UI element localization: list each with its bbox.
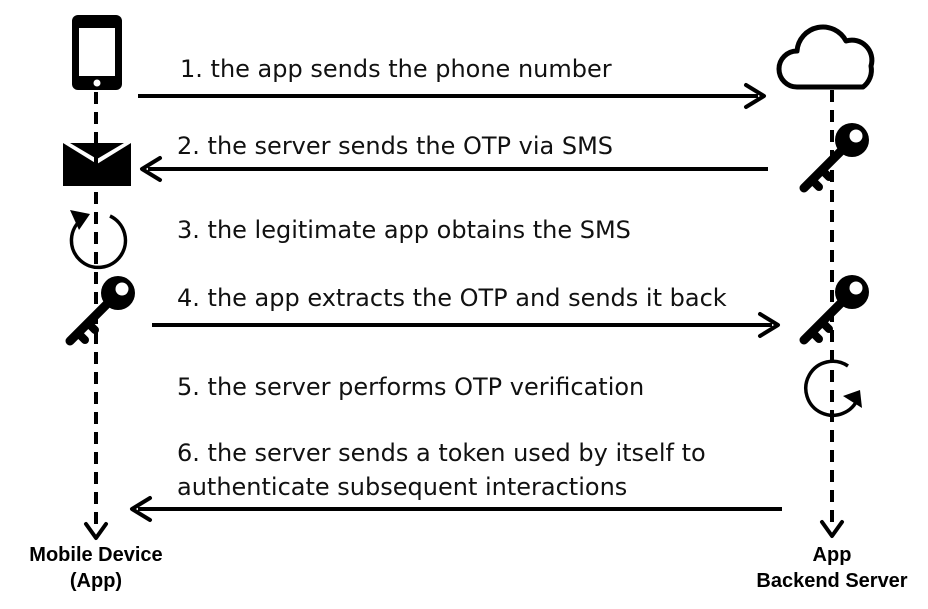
server-actor-label-line1: App [812, 544, 852, 566]
server-actor-label-line2: Backend Server [756, 570, 908, 592]
mobile-lifeline-arrowhead [84, 522, 108, 540]
message-arrow-1 [138, 83, 766, 109]
server-lifeline-arrowhead [820, 520, 844, 538]
clockwise-arrow-icon [804, 359, 862, 417]
mobile-actor-label-line2: (App) [69, 570, 123, 592]
message-arrow-2 [140, 156, 768, 182]
key-icon [804, 275, 869, 340]
key-icon [804, 123, 869, 188]
message-text-5: 5. the server performs OTP verification [177, 373, 645, 401]
message-arrow-4 [152, 312, 780, 338]
message-text-2: 2. the server sends the OTP via SMS [177, 132, 614, 160]
mobile-actor-label-line1: Mobile Device [29, 544, 163, 566]
key-icon [70, 276, 135, 341]
smartphone-icon [72, 15, 122, 90]
cloud-icon [776, 24, 875, 90]
server-actor-label: App Backend Server [742, 542, 922, 594]
message-text-6-line2: authenticate subsequent interactions [177, 473, 628, 501]
message-arrow-6 [130, 496, 782, 522]
mobile-actor-label: Mobile Device (App) [6, 542, 186, 594]
message-text-4: 4. the app extracts the OTP and sends it… [177, 284, 727, 312]
counterclockwise-arrow-icon [69, 210, 128, 270]
envelope-icon [63, 143, 131, 186]
message-text-3: 3. the legitimate app obtains the SMS [177, 216, 631, 244]
message-text-1: 1. the app sends the phone number [180, 55, 612, 83]
message-text-6-line1: 6. the server sends a token used by itse… [177, 439, 706, 467]
